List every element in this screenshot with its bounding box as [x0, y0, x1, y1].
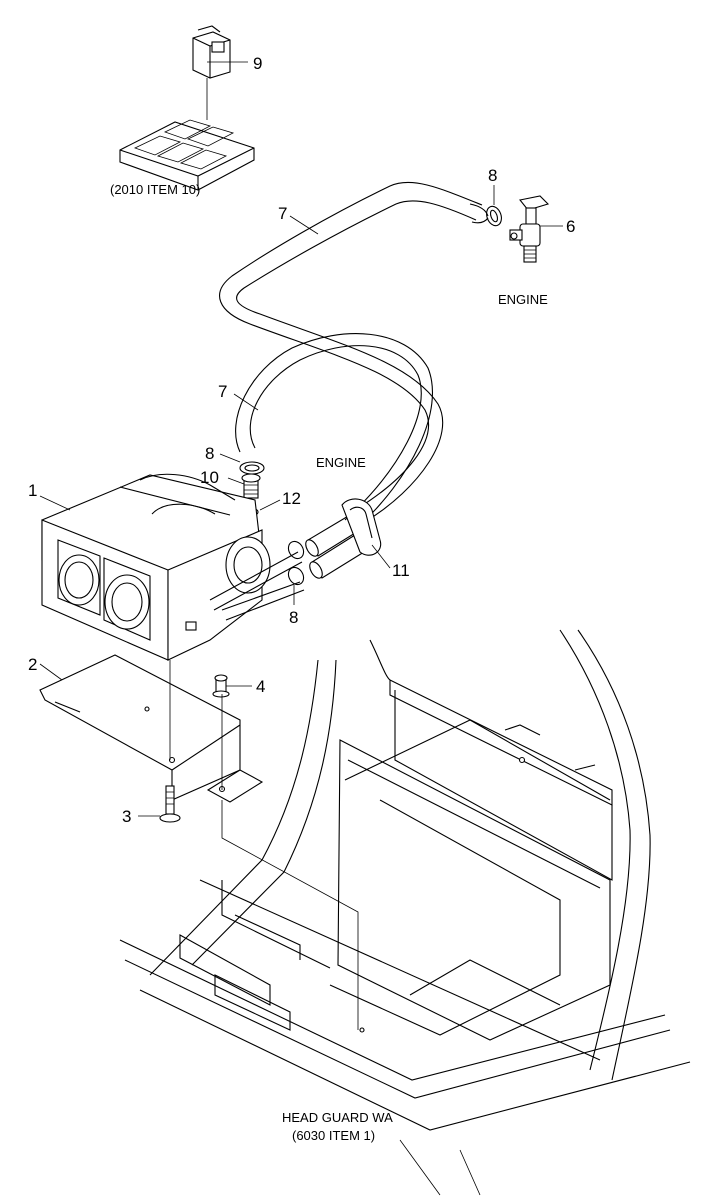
callout-11: 11	[392, 561, 410, 580]
callout-10: 10	[200, 468, 219, 487]
callout-4: 4	[256, 677, 265, 696]
callout-2: 2	[28, 655, 37, 674]
hose-clamps	[239, 205, 502, 586]
mounting-bracket	[39, 654, 264, 803]
engine-valve	[509, 195, 550, 263]
callout-3: 3	[122, 807, 131, 826]
bolts	[159, 674, 230, 823]
leader-lines	[39, 61, 563, 1030]
callout-1: 1	[28, 481, 37, 500]
engine-label-mid: ENGINE	[316, 455, 366, 470]
head-guard-ref: (6030 ITEM 1)	[292, 1128, 375, 1143]
grommet	[341, 498, 382, 556]
callout-7-lower: 7	[218, 382, 227, 401]
callout-6: 6	[566, 217, 575, 236]
callout-9: 9	[253, 54, 262, 73]
callout-8-top: 8	[488, 166, 497, 185]
callout-7-top: 7	[278, 204, 287, 223]
switch-panel-assembly	[119, 25, 255, 191]
ref-label-2010-item-10: (2010 ITEM 10)	[110, 182, 200, 197]
callout-8-upper: 8	[205, 444, 214, 463]
hose-assembly	[219, 181, 483, 579]
callout-12: 12	[282, 489, 301, 508]
callout-8-lower: 8	[289, 608, 298, 627]
head-guard-frame	[119, 629, 691, 1196]
engine-label-top: ENGINE	[498, 292, 548, 307]
head-guard-label: HEAD GUARD WA	[282, 1110, 393, 1125]
heater-unit	[41, 473, 305, 661]
